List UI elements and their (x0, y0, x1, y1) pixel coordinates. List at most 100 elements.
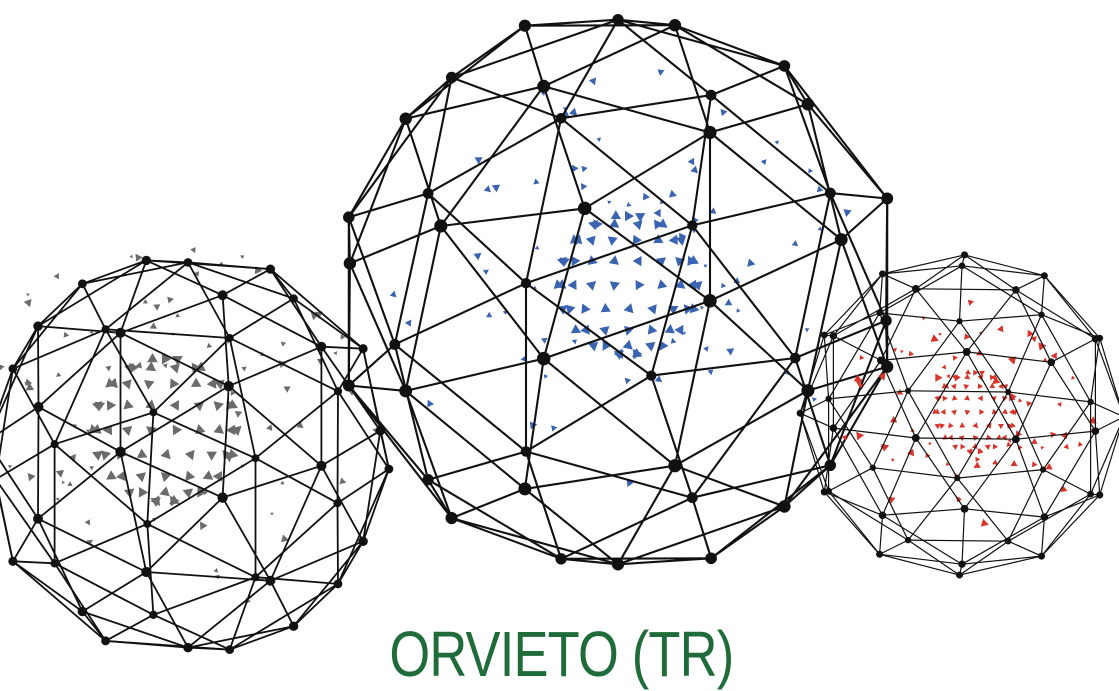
wire-node (343, 257, 357, 270)
core-facet (951, 395, 958, 401)
wire-edge (878, 539, 909, 555)
wire-edge (616, 18, 713, 97)
core-facet (688, 255, 699, 265)
wire-edge (907, 477, 958, 541)
wire-edge (1043, 275, 1101, 339)
wire-edge (53, 443, 149, 525)
wire-node (33, 321, 43, 331)
core-facet (645, 341, 656, 352)
wire-edge (404, 389, 453, 520)
core-facet (169, 494, 180, 505)
scatter-fleck (581, 183, 588, 191)
scatter-fleck (859, 354, 865, 360)
wire-node (824, 187, 836, 199)
core-facet (565, 304, 576, 315)
caption-title: ORVIETO (TR) (389, 618, 734, 690)
wire-edge (254, 390, 339, 460)
core-facet (145, 399, 156, 410)
wire-node (904, 536, 912, 544)
core-facet (610, 210, 621, 219)
core-facet (960, 443, 966, 450)
scatter-fleck (935, 373, 943, 382)
scatter-fleck (339, 477, 347, 485)
wire-edge (915, 288, 1017, 291)
wire-edge (560, 117, 694, 227)
scatter-fleck (474, 157, 483, 165)
core-facet (622, 339, 633, 350)
wire-edge (616, 464, 676, 566)
wire-edge (221, 385, 230, 499)
wire-edge (673, 389, 809, 467)
wire-node (705, 89, 717, 101)
core-facet (964, 409, 971, 416)
wire-edge (362, 468, 390, 543)
wire-node (288, 621, 299, 631)
wire-edge (1043, 430, 1097, 518)
wire-node (668, 19, 682, 32)
wire-edge (269, 268, 323, 348)
wire-edge (320, 345, 365, 350)
wire-edge (53, 562, 155, 616)
core-facet (193, 401, 205, 412)
scatter-fleck (270, 512, 274, 516)
wire-edge (81, 261, 189, 285)
core-facet (657, 279, 668, 289)
scatter-fleck (241, 366, 247, 372)
wire-node (265, 264, 276, 274)
wire-node (115, 446, 126, 457)
wire-node (1047, 358, 1056, 367)
scatter-fleck (23, 299, 32, 308)
wire-edge (347, 343, 396, 387)
wire-edge (799, 398, 830, 414)
core-facet (123, 399, 134, 410)
scatter-fleck (841, 435, 848, 441)
wire-edge (966, 351, 1017, 440)
wire-node (251, 454, 260, 463)
core-facet (689, 303, 700, 314)
core-facet (692, 281, 703, 291)
scatter-fleck (1043, 357, 1048, 362)
scatter-fleck (908, 350, 914, 357)
scatter-fleck (843, 209, 852, 217)
wireframe-nodes (796, 251, 1104, 579)
wire-edge (152, 411, 257, 460)
wire-node (445, 511, 458, 525)
core-facet (979, 409, 985, 415)
wire-edge (958, 320, 1009, 393)
core-facet (963, 384, 970, 390)
core-facet (116, 470, 126, 482)
wire-edge (691, 464, 832, 499)
wire-edge (542, 357, 676, 467)
wire-node (316, 341, 327, 352)
wire-edge (673, 24, 712, 134)
core-facet (989, 374, 996, 381)
wire-edge (560, 557, 713, 560)
scatter-fleck (135, 253, 143, 262)
wire-node (824, 459, 837, 472)
scatter-fleck (690, 165, 698, 174)
core-facet (190, 377, 202, 387)
wire-node (869, 464, 876, 471)
core-facet (1010, 422, 1016, 429)
wire-edge (958, 540, 1009, 576)
wire-edge (1040, 493, 1092, 557)
scatter-fleck (551, 425, 558, 432)
core-facet (169, 363, 180, 374)
wire-edge (37, 325, 40, 408)
scatter-fleck (55, 497, 60, 502)
core-facet (992, 443, 999, 450)
wire-edge (1015, 438, 1046, 518)
wire-edge (104, 261, 189, 331)
wire-node (343, 211, 355, 223)
wire-edge (650, 224, 694, 377)
core-facet (934, 408, 940, 415)
scatter-fleck (703, 346, 709, 352)
left-geodesic-sphere (0, 247, 394, 654)
scatter-fleck (709, 207, 717, 214)
wireframe-nodes (0, 255, 394, 654)
wire-node (1087, 398, 1094, 406)
wire-edge (81, 282, 107, 331)
wire-node (536, 351, 551, 366)
wire-node (825, 395, 832, 403)
wire-edge (524, 282, 653, 377)
